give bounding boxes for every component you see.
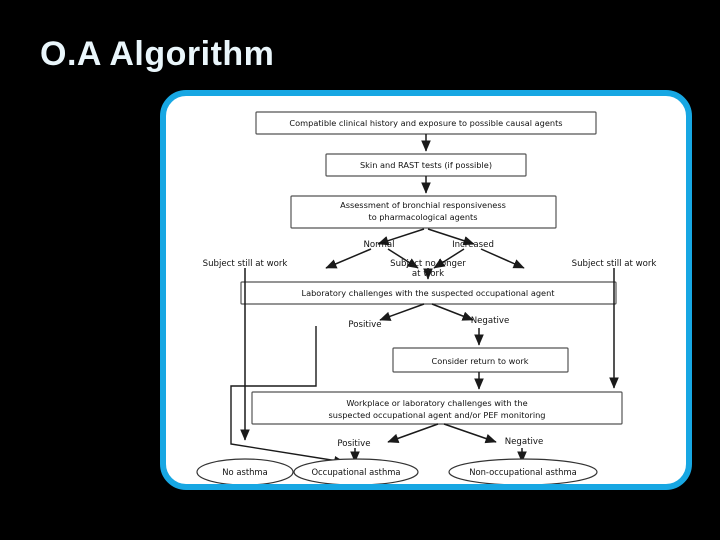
oval-no-asthma-label: No asthma bbox=[222, 467, 267, 477]
label-subject-no-longer-at-work-2: at work bbox=[412, 269, 444, 279]
box-assessment-label-2: to pharmacological agents bbox=[368, 212, 477, 222]
elbow-positive-to-occupational bbox=[230, 326, 345, 465]
box-workplace-label-2: suspected occupational agent and/or PEF … bbox=[328, 410, 545, 420]
label-subject-still-at-work-left: Subject still at work bbox=[203, 259, 288, 269]
arrow-assess-normal bbox=[377, 228, 425, 246]
box-assessment-label-1: Assessment of bronchial responsiveness bbox=[340, 200, 506, 210]
box-lab-challenge bbox=[240, 281, 617, 305]
oval-occupational-asthma-label: Occupational asthma bbox=[311, 467, 400, 477]
page-title: O.A Algorithm bbox=[40, 35, 275, 73]
flowchart-image: Compatible clinical history and exposure… bbox=[166, 96, 686, 484]
arrow-assess-increased bbox=[427, 228, 475, 246]
label-positive-bottom: Positive bbox=[337, 439, 370, 449]
arrow-increased-right bbox=[480, 248, 525, 269]
oval-non-occupational-asthma-label: Non-occupational asthma bbox=[469, 467, 577, 477]
box-skin-rast-label: Skin and RAST tests (if possible) bbox=[360, 160, 492, 170]
box-consider-return bbox=[392, 347, 569, 373]
box-workplace-label-1: Workplace or laboratory challenges with … bbox=[346, 398, 527, 408]
label-subject-no-longer-at-work-1: Subject no longer bbox=[390, 259, 466, 269]
oval-occupational-asthma bbox=[293, 458, 419, 484]
label-subject-still-at-work-right: Subject still at work bbox=[572, 259, 657, 269]
box-history-label: Compatible clinical history and exposure… bbox=[289, 118, 562, 128]
label-increased: Increased bbox=[452, 240, 494, 250]
oval-non-occupational-asthma bbox=[448, 458, 598, 484]
label-negative-bottom: Negative bbox=[505, 437, 544, 447]
arrow-lab-positive bbox=[379, 303, 425, 321]
box-assessment bbox=[290, 195, 557, 229]
label-normal: Normal bbox=[363, 240, 394, 250]
label-positive-mid: Positive bbox=[348, 320, 381, 330]
oval-no-asthma bbox=[196, 458, 294, 484]
arrow-normal-right bbox=[387, 248, 419, 269]
box-lab-challenge-label: Laboratory challenges with the suspected… bbox=[302, 288, 556, 298]
arrow-normal-left bbox=[325, 248, 372, 269]
arrow-lab-negative bbox=[431, 303, 474, 321]
arrow-workplace-positive bbox=[387, 423, 439, 443]
arrow-workplace-negative bbox=[443, 423, 497, 444]
box-consider-return-label: Consider return to work bbox=[432, 356, 529, 366]
arrow-increased-left bbox=[433, 248, 465, 269]
figure-frame: Compatible clinical history and exposure… bbox=[160, 90, 692, 490]
label-negative-mid: Negative bbox=[471, 316, 510, 326]
